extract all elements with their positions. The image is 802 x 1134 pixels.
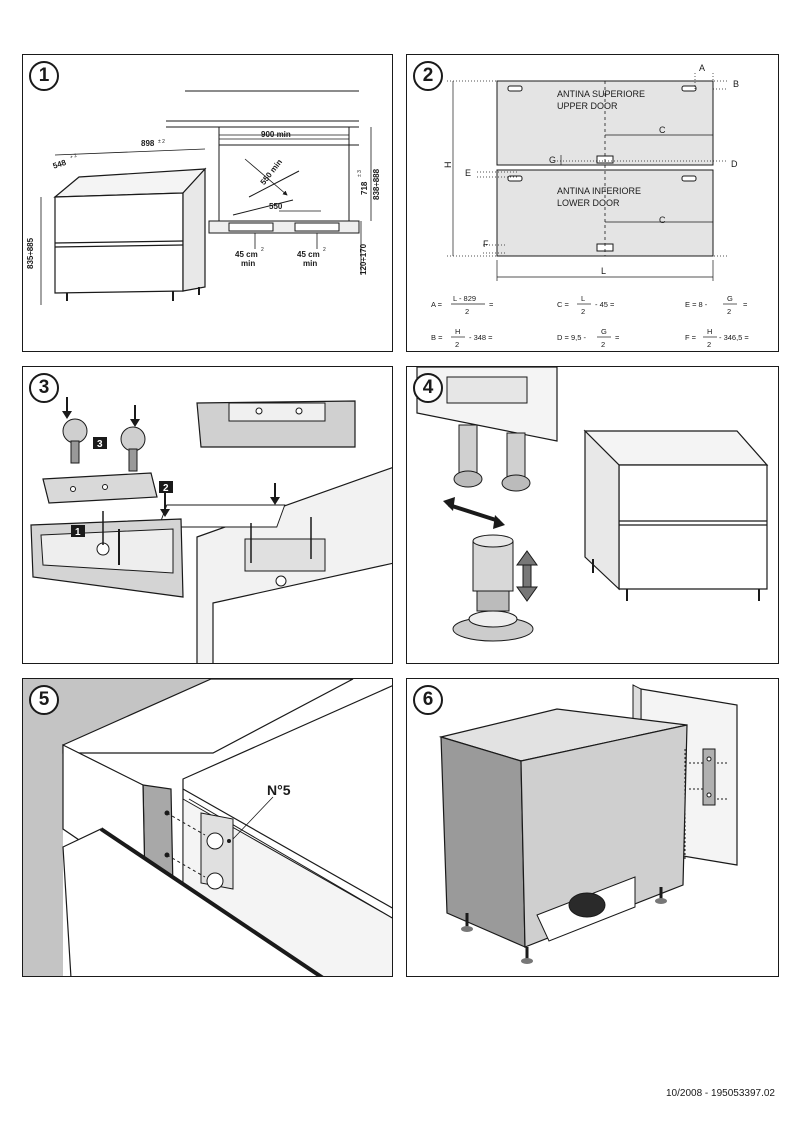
panel-3-drawing: 3 2 1 bbox=[30, 397, 392, 663]
formula-E-lhs: E = 8 - bbox=[685, 300, 708, 309]
screw-label: N°5 bbox=[267, 782, 291, 798]
formula-C-tail: - 45 = bbox=[595, 300, 615, 309]
step-number-6: 6 bbox=[413, 685, 443, 715]
dim-depth-tolerance: + 2 bbox=[69, 153, 78, 161]
lower-door-label-it: ANTINA INFERIORE bbox=[557, 186, 641, 196]
label-A: A bbox=[699, 63, 705, 73]
label-H: H bbox=[443, 162, 453, 169]
step-number-3: 3 bbox=[29, 373, 59, 403]
panel-1: 1 bbox=[22, 54, 393, 352]
label-C-upper: C bbox=[659, 125, 666, 135]
panel-1-drawing: 898 ± 2 548 + 2 835÷885 900 min 550 min … bbox=[26, 90, 381, 305]
label-E: E bbox=[465, 168, 471, 178]
formula-D: D = 9,5 - G 2 = bbox=[557, 327, 620, 349]
dim-width-label: 898 bbox=[141, 139, 155, 148]
dim-niche-width-label: 900 min bbox=[261, 130, 291, 139]
step-badge-2 bbox=[159, 481, 173, 493]
formula-D-tail: = bbox=[615, 333, 620, 342]
label-G: G bbox=[549, 155, 556, 165]
formula-B-lhs: B = bbox=[431, 333, 443, 342]
formula-F: F = H 2 - 346,5 = bbox=[685, 327, 749, 349]
vent-left-value: 45 cm bbox=[235, 250, 258, 259]
step-badge-1 bbox=[71, 525, 85, 537]
formula-C: C = L 2 - 45 = bbox=[557, 294, 615, 316]
formula-E: E = 8 - G 2 = bbox=[685, 294, 748, 316]
formula-B: B = H 2 - 348 = bbox=[431, 327, 493, 349]
panel-6-drawing bbox=[438, 684, 738, 964]
vent-left-min: min bbox=[241, 259, 255, 268]
formula-E-tail: = bbox=[743, 300, 748, 309]
lower-door-label-en: LOWER DOOR bbox=[557, 198, 620, 208]
vent-left-sup: 2 bbox=[261, 247, 264, 253]
formula-A-den: 2 bbox=[465, 307, 469, 316]
label-B: B bbox=[733, 79, 739, 89]
formula-D-lhs: D = 9,5 - bbox=[557, 333, 586, 342]
panel-6: 6 bbox=[406, 678, 779, 977]
step-number-5: 5 bbox=[29, 685, 59, 715]
panel-3: 3 3 bbox=[22, 366, 393, 664]
step-badge-3-label: 3 bbox=[97, 439, 103, 450]
panel-2: 2 A B C D G E bbox=[406, 54, 779, 352]
formula-F-num: H bbox=[707, 327, 712, 336]
formula-A: A = L - 829 2 = bbox=[431, 294, 494, 316]
label-L: L bbox=[601, 266, 606, 276]
vent-right-value: 45 cm bbox=[297, 250, 320, 259]
formula-D-den: 2 bbox=[601, 340, 605, 349]
step-badge-1-label: 1 bbox=[75, 527, 81, 538]
label-C-lower: C bbox=[659, 215, 666, 225]
formula-A-num: L - 829 bbox=[453, 294, 476, 303]
formula-B-den: 2 bbox=[455, 340, 459, 349]
label-F: F bbox=[483, 239, 489, 249]
formula-F-tail: - 346,5 = bbox=[719, 333, 749, 342]
formula-C-den: 2 bbox=[581, 307, 585, 316]
vent-right-sup: 2 bbox=[323, 247, 326, 253]
formula-F-den: 2 bbox=[707, 340, 711, 349]
dim-depth-label: 548 bbox=[52, 158, 68, 171]
step-badge-2-label: 2 bbox=[163, 483, 169, 494]
upper-door-label-it: ANTINA SUPERIORE bbox=[557, 89, 645, 99]
step-number-4: 4 bbox=[413, 373, 443, 403]
formula-D-num: G bbox=[601, 327, 607, 336]
dim-plinth-label: 120÷170 bbox=[359, 243, 368, 275]
dim-niche-h1-label: 718 bbox=[360, 181, 369, 195]
panel-2-drawing: A B C D G E H C F L ANTINA SUPERIORE UPP… bbox=[431, 63, 749, 349]
formula-F-lhs: F = bbox=[685, 333, 697, 342]
step-number-1: 1 bbox=[29, 61, 59, 91]
dim-width-tolerance: ± 2 bbox=[158, 139, 165, 145]
formula-E-num: G bbox=[727, 294, 733, 303]
formula-A-lhs: A = bbox=[431, 300, 443, 309]
dim-niche-h2-label: 838÷888 bbox=[372, 168, 381, 200]
upper-door-label-en: UPPER DOOR bbox=[557, 101, 618, 111]
formula-C-num: L bbox=[581, 294, 585, 303]
dim-niche-depth-label: 550 min bbox=[259, 158, 285, 187]
formula-E-den: 2 bbox=[727, 307, 731, 316]
panel-4-drawing bbox=[416, 367, 769, 642]
step-badge-3 bbox=[93, 437, 107, 449]
formula-B-num: H bbox=[455, 327, 460, 336]
panel-4: 4 bbox=[406, 366, 779, 664]
label-D: D bbox=[731, 159, 738, 169]
dim-niche-h1-tolerance: ± 3 bbox=[357, 170, 363, 177]
formula-A-tail: = bbox=[489, 300, 494, 309]
dim-height-label: 835÷885 bbox=[26, 237, 35, 269]
panel-5: 5 N°5 bbox=[22, 678, 393, 977]
panel-5-drawing: N°5 bbox=[23, 679, 392, 976]
formula-C-lhs: C = bbox=[557, 300, 570, 309]
step-number-2: 2 bbox=[413, 61, 443, 91]
formula-B-tail: - 348 = bbox=[469, 333, 493, 342]
dim-vent-width-label: 550 bbox=[269, 202, 283, 211]
vent-right-min: min bbox=[303, 259, 317, 268]
footer-code: 10/2008 - 195053397.02 bbox=[666, 1088, 775, 1099]
